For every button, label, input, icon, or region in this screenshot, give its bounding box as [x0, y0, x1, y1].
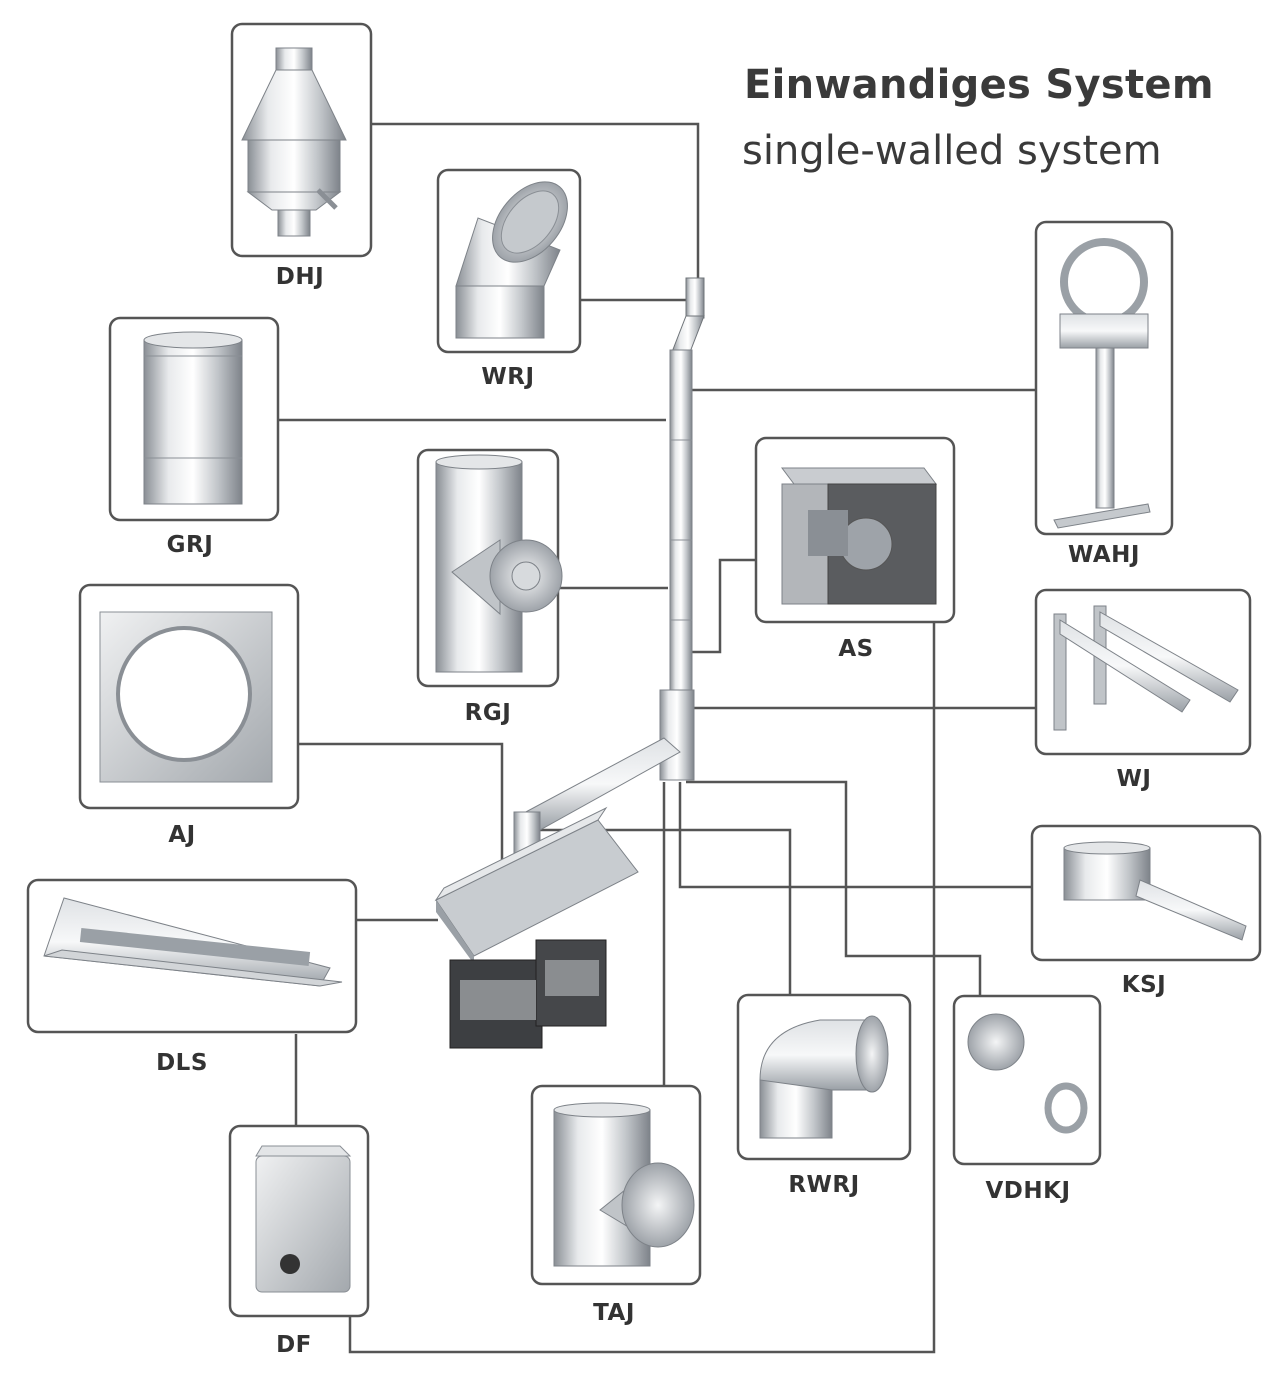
connector-lines [278, 122, 1036, 1354]
condensate-drain-icon [1063, 841, 1247, 941]
fan-box-icon [781, 467, 937, 605]
line-ksj [678, 782, 1032, 889]
central-assembly [434, 277, 705, 1049]
label-wj: WJ [1116, 766, 1152, 792]
label-vdhkj: VDHKJ [985, 1178, 1071, 1204]
label-wrj: WRJ [481, 364, 535, 390]
connection-plate-icon [99, 611, 273, 783]
line-aj [298, 742, 504, 862]
label-ksj: KSJ [1121, 972, 1167, 998]
label-rgj: RGJ [464, 700, 512, 726]
extraction-hood-icon [43, 897, 343, 987]
wall-support-icon [1053, 238, 1151, 529]
label-taj: TAJ [593, 1300, 635, 1326]
wall-bracket-icon [1053, 605, 1239, 731]
clamp-ring-icon [967, 1013, 1088, 1134]
tee-branch-icon [553, 1102, 695, 1267]
label-df: DF [276, 1332, 312, 1358]
line-df-as [348, 622, 936, 1354]
elbow-45-icon [455, 181, 568, 339]
speed-controller-icon [255, 1145, 352, 1293]
straight-pipe-icon [143, 331, 243, 505]
elbow-90-icon [759, 1015, 889, 1139]
inspection-tee-icon [435, 454, 563, 673]
label-dls: DLS [156, 1050, 208, 1076]
title-sub: single-walled system [742, 128, 1162, 174]
label-dhj: DHJ [275, 264, 325, 290]
line-as [692, 558, 756, 654]
label-rwrj: RWRJ [788, 1172, 860, 1198]
label-wahj: WAHJ [1068, 542, 1140, 568]
label-aj: AJ [168, 822, 196, 848]
label-as: AS [838, 636, 874, 662]
box-vdhkj [952, 994, 1102, 1166]
label-grj: GRJ [166, 532, 214, 558]
line-dhj [372, 122, 700, 284]
title-main: Einwandiges System [744, 62, 1214, 108]
chimney-cowl-icon [241, 47, 347, 237]
line-vdhkj [686, 780, 982, 996]
line-rwrj [540, 828, 792, 995]
